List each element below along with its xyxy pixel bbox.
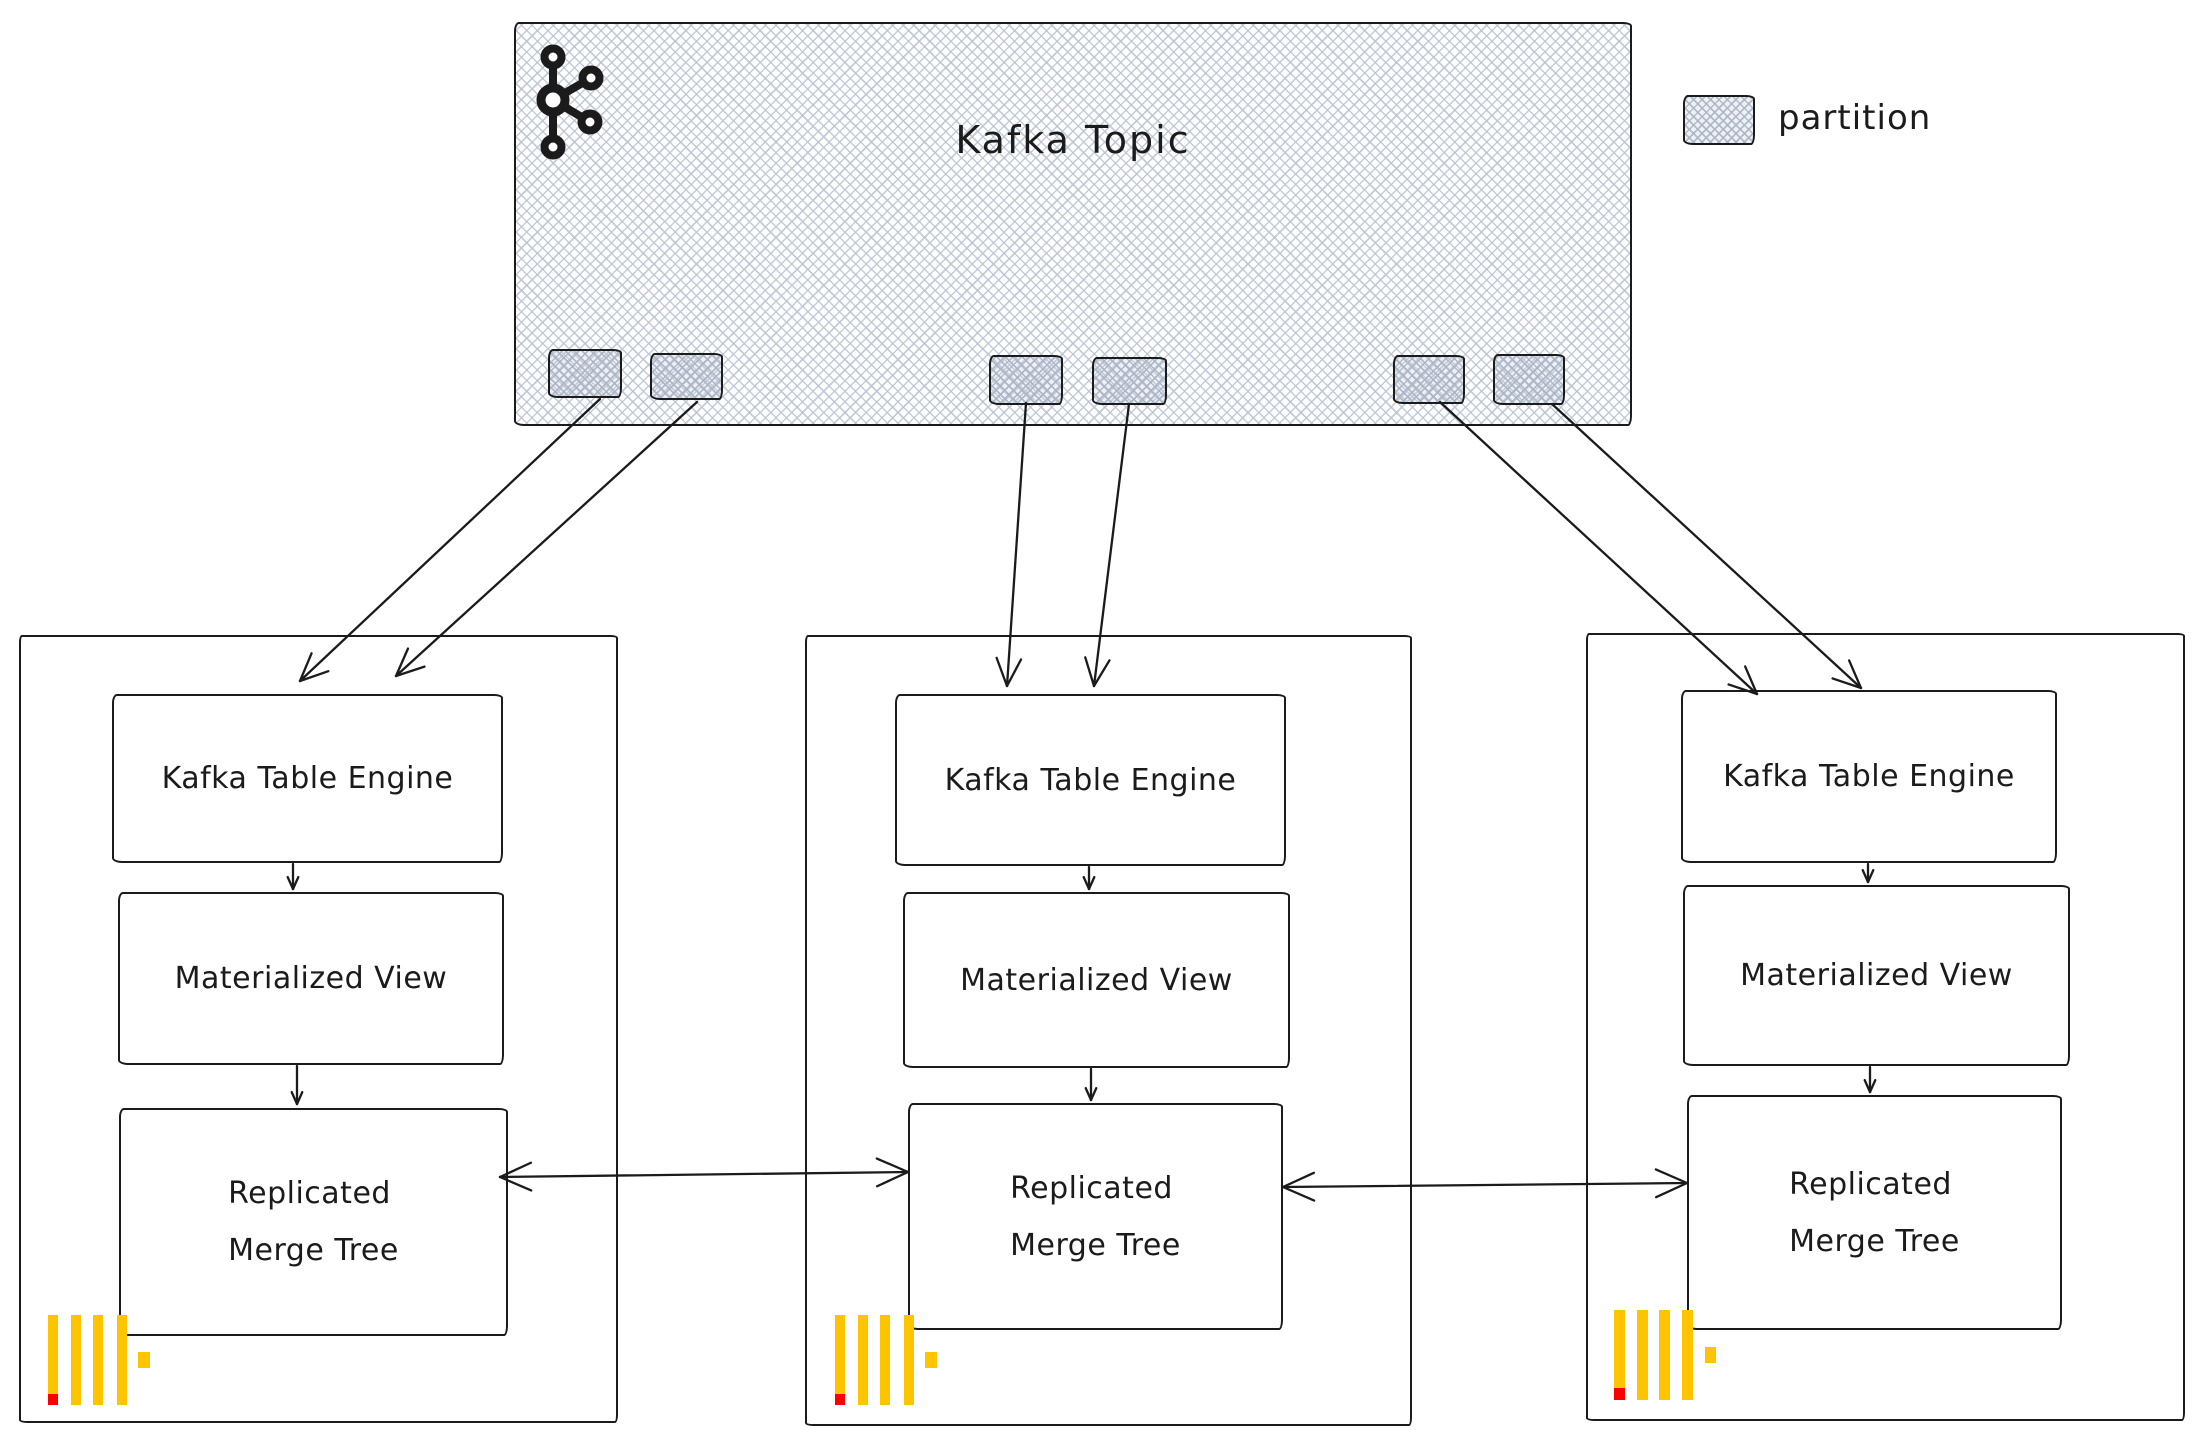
- replicated-merge-tree-label: Replicated Merge Tree: [1010, 1170, 1181, 1263]
- kafka-table-engine-label: Kafka Table Engine: [161, 761, 454, 796]
- clickhouse-logo-icon: [1614, 1310, 1716, 1400]
- materialized-view-label: Materialized View: [960, 962, 1233, 998]
- materialized-view-label: Materialized View: [1740, 958, 2013, 993]
- partition-swatch: [650, 353, 723, 400]
- clickhouse-logo-icon: [48, 1315, 150, 1405]
- kafka-table-engine-label: Kafka Table Engine: [1723, 759, 2015, 794]
- kafka-table-engine-label: Kafka Table Engine: [944, 762, 1237, 798]
- replicated-merge-tree-box-2: Replicated Merge Tree: [908, 1103, 1283, 1330]
- partition-swatch: [989, 355, 1063, 405]
- partition-swatch: [1393, 355, 1465, 404]
- replicated-merge-tree-box-3: Replicated Merge Tree: [1687, 1095, 2062, 1330]
- kafka-table-engine-box-2: Kafka Table Engine: [895, 694, 1286, 866]
- materialized-view-label: Materialized View: [174, 961, 448, 996]
- materialized-view-box-3: Materialized View: [1683, 885, 2070, 1066]
- kafka-logo-icon: [536, 44, 604, 160]
- replica-container-3: [1586, 633, 2185, 1421]
- partition-swatch: [548, 349, 622, 398]
- legend-partition-swatch: [1683, 95, 1755, 145]
- partition-swatch: [1092, 357, 1167, 405]
- materialized-view-box-1: Materialized View: [118, 892, 504, 1065]
- materialized-view-box-2: Materialized View: [903, 892, 1290, 1068]
- kafka-table-engine-box-1: Kafka Table Engine: [112, 694, 503, 863]
- replicated-merge-tree-label: Replicated Merge Tree: [1789, 1166, 1960, 1259]
- replicated-merge-tree-label: Replicated Merge Tree: [228, 1176, 399, 1268]
- clickhouse-logo-icon: [835, 1315, 937, 1405]
- legend-partition-label: partition: [1778, 98, 1932, 138]
- replicated-merge-tree-box-1: Replicated Merge Tree: [119, 1108, 508, 1336]
- partition-swatch: [1493, 354, 1565, 405]
- kafka-table-engine-box-3: Kafka Table Engine: [1681, 690, 2057, 863]
- kafka-topic-title: Kafka Topic: [955, 118, 1191, 162]
